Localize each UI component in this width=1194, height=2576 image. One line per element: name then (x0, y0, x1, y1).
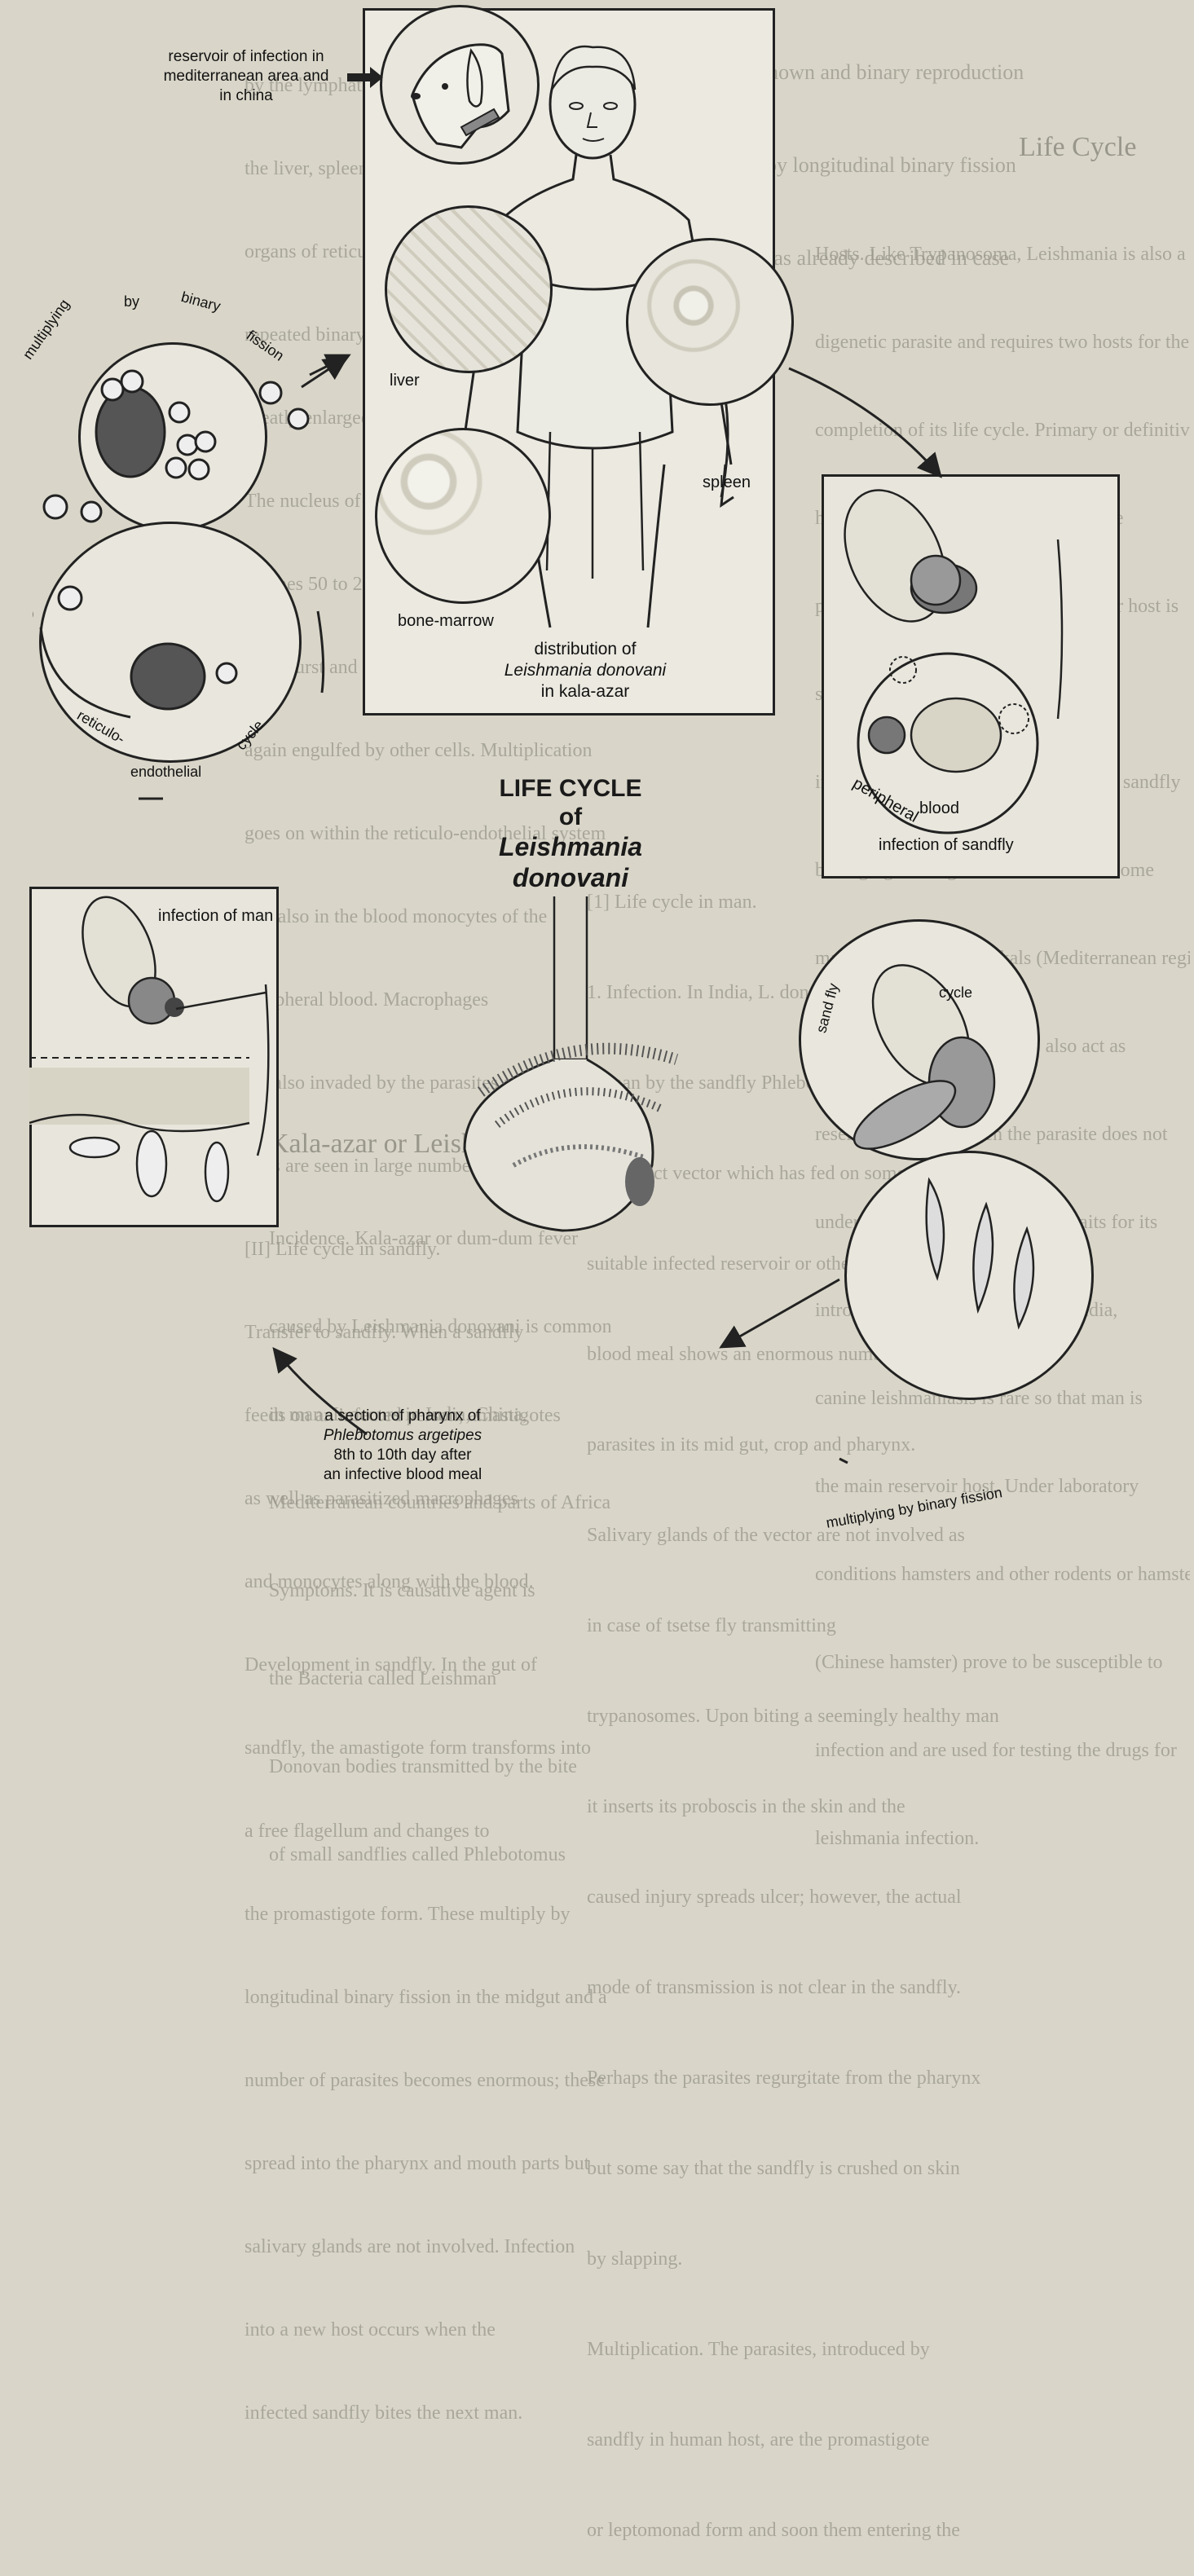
text-line: but some say that the sandfly is crushed… (587, 2154, 1190, 2184)
text-line: of small sandflies called Phlebotomus (269, 1840, 611, 1869)
text-line: by slapping. (587, 2244, 1190, 2274)
text-line: into a new host occurs when the (245, 2316, 636, 2344)
text-line: spread into the pharynx and mouth parts … (245, 2150, 636, 2177)
text-line: in case of tsetse fly transmitting (587, 1611, 1190, 1641)
text-line: caused injury spreads ulcer; however, th… (587, 1882, 1190, 1913)
connector-arrows (0, 0, 1194, 1536)
text-line: or leptomonad form and soon them enterin… (587, 2516, 1190, 2546)
text-line: trypanosomes. Upon biting a seemingly he… (587, 1702, 1190, 1732)
text-line: longitudinal binary fission in the midgu… (245, 1984, 636, 2011)
text-line: infected sandfly bites the next man. (245, 2399, 636, 2427)
text-line: the Bacteria called Leishman (269, 1664, 611, 1693)
text-line: mode of transmission is not clear in the… (587, 1973, 1190, 2003)
text-line: the promastigote form. These multiply by (245, 1900, 636, 1928)
text-line: Multiplication. The parasites, introduce… (587, 2335, 1190, 2365)
text-line: salivary glands are not involved. Infect… (245, 2233, 636, 2261)
text-line: it inserts its proboscis in the skin and… (587, 1792, 1190, 1822)
text-line: Symptoms. It is causative agent is (269, 1576, 611, 1605)
text-line: Perhaps the parasites regurgitate from t… (587, 2063, 1190, 2094)
text-line: number of parasites becomes enormous; th… (245, 2067, 636, 2094)
text-line: sandfly in human host, are the promastig… (587, 2425, 1190, 2455)
text-line: Donovan bodies transmitted by the bite (269, 1752, 611, 1781)
